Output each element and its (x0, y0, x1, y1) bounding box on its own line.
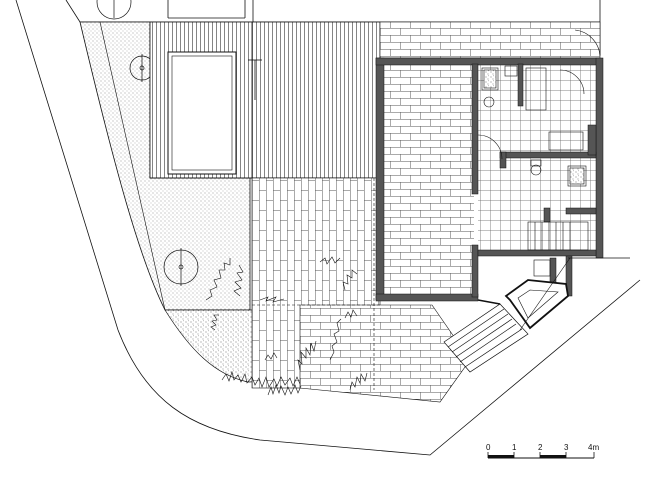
scale-bar: 0 1 2 3 4m (486, 443, 599, 459)
scale-label-4m: 4m (588, 443, 599, 452)
paving-top-strip (379, 21, 601, 59)
pool (167, 51, 237, 175)
dashed-edges (252, 178, 380, 390)
kitchen-floor (478, 64, 596, 254)
scale-label-2: 2 (538, 443, 543, 452)
ramp-wall (477, 299, 501, 305)
scale-label-0: 0 (486, 443, 491, 452)
tree-lawn-2 (163, 248, 199, 286)
entrance-lobby (504, 279, 569, 330)
scale-label-3: 3 (564, 443, 569, 452)
building-interior-floor (384, 64, 474, 296)
tree-top-left (96, 0, 132, 20)
planting-scribbles (205, 256, 368, 396)
paving-walkway (299, 304, 471, 403)
stair-interior (527, 221, 589, 251)
exterior-stair (443, 303, 529, 373)
fixtures (477, 29, 601, 277)
building-walls (375, 57, 604, 302)
scale-label-1: 1 (512, 443, 517, 452)
